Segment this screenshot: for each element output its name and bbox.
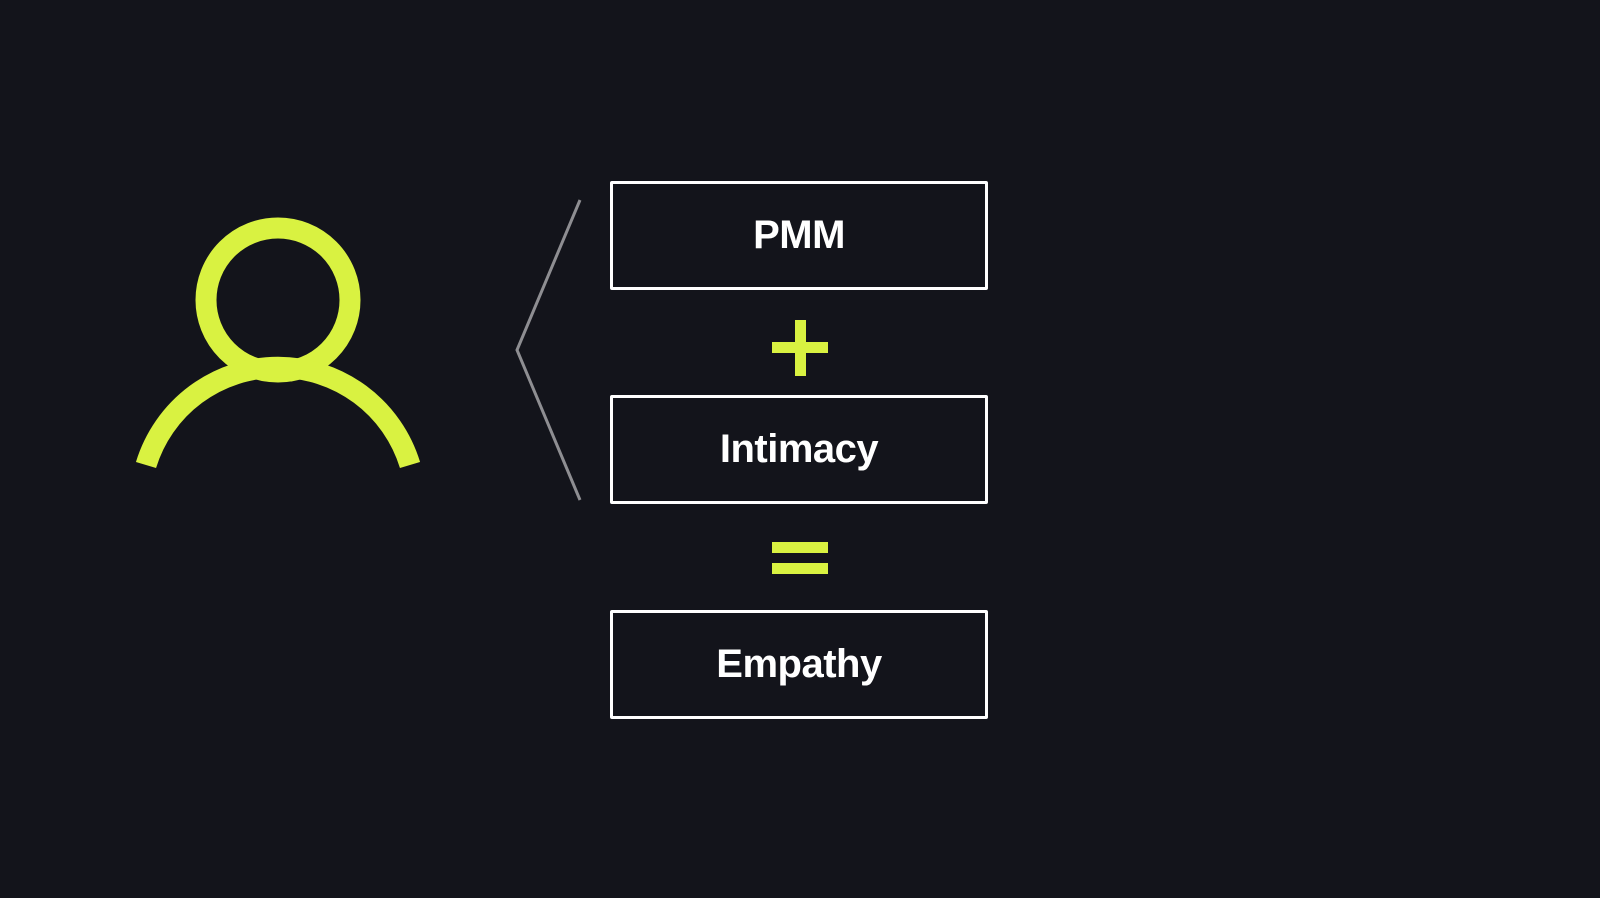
equals-icon bbox=[772, 542, 828, 574]
intimacy-label: Intimacy bbox=[719, 427, 879, 471]
pmm-label: PMM bbox=[753, 213, 845, 257]
intimacy-box: Intimacy bbox=[610, 395, 988, 504]
person-icon bbox=[135, 217, 420, 469]
empathy-box: Empathy bbox=[610, 610, 988, 719]
bracket-icon bbox=[515, 199, 582, 501]
empathy-label: Empathy bbox=[716, 642, 882, 686]
plus-icon bbox=[772, 320, 828, 376]
pmm-box: PMM bbox=[610, 181, 988, 290]
